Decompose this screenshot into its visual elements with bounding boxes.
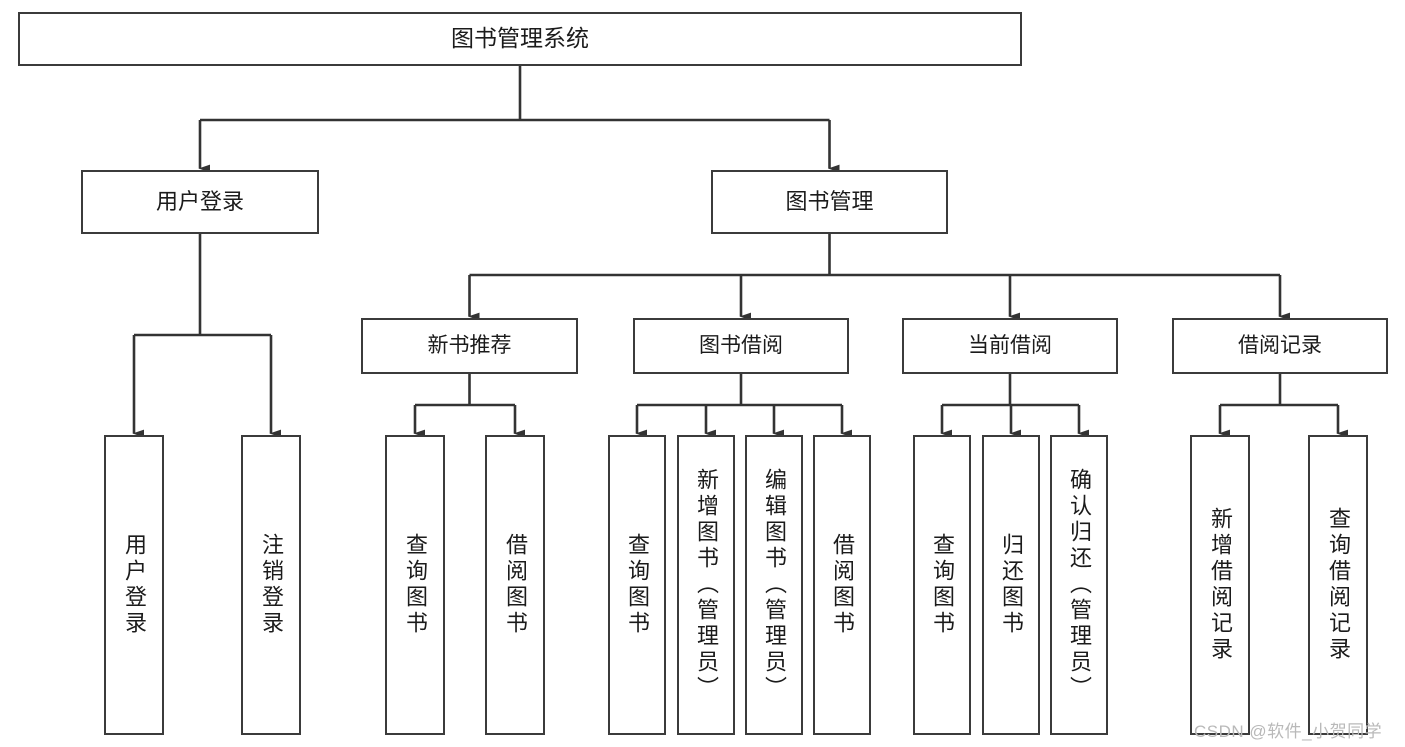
node-leaf-borrow-book-1[interactable]: 借阅图书 (485, 435, 545, 735)
node-leaf-query-book-2[interactable]: 查询图书 (608, 435, 666, 735)
node-label: 用户登录 (122, 533, 147, 637)
node-label: 新增借阅记录 (1208, 507, 1233, 663)
node-leaf-return-book[interactable]: 归还图书 (982, 435, 1040, 735)
node-label: 图书管理 (785, 189, 874, 215)
node-label: 查询图书 (625, 533, 650, 637)
node-leaf-borrow-book-2[interactable]: 借阅图书 (813, 435, 871, 735)
node-label: 注销登录 (259, 533, 284, 637)
node-root[interactable]: 图书管理系统 (18, 12, 1022, 66)
node-leaf-confirm-return[interactable]: 确认归还（管理员） (1050, 435, 1108, 735)
node-borrow[interactable]: 图书借阅 (633, 318, 849, 374)
node-records[interactable]: 借阅记录 (1172, 318, 1388, 374)
node-leaf-add-book[interactable]: 新增图书（管理员） (677, 435, 735, 735)
node-leaf-user-login[interactable]: 用户登录 (104, 435, 164, 735)
node-label: 确认归还（管理员） (1067, 468, 1092, 702)
node-label: 图书管理系统 (451, 25, 589, 52)
node-label: 编辑图书（管理员） (762, 468, 787, 702)
watermark-text: CSDN @软件_小贺同学 (1194, 722, 1383, 741)
node-leaf-add-record[interactable]: 新增借阅记录 (1190, 435, 1250, 735)
node-leaf-logout[interactable]: 注销登录 (241, 435, 301, 735)
node-current[interactable]: 当前借阅 (902, 318, 1118, 374)
node-label: 新书推荐 (427, 333, 512, 357)
node-label: 图书借阅 (699, 333, 783, 357)
node-bookmgmt[interactable]: 图书管理 (711, 170, 948, 234)
node-label: 用户登录 (155, 189, 244, 215)
node-label: 查询借阅记录 (1326, 507, 1351, 663)
node-label: 查询图书 (930, 533, 955, 637)
node-label: 查询图书 (403, 533, 428, 637)
node-newbook[interactable]: 新书推荐 (361, 318, 578, 374)
node-leaf-edit-book[interactable]: 编辑图书（管理员） (745, 435, 803, 735)
node-leaf-query-book-3[interactable]: 查询图书 (913, 435, 971, 735)
node-label: 新增图书（管理员） (694, 468, 719, 702)
node-label: 借阅图书 (830, 533, 855, 637)
node-leaf-query-book-1[interactable]: 查询图书 (385, 435, 445, 735)
node-label: 借阅记录 (1238, 333, 1322, 357)
node-label: 归还图书 (999, 533, 1024, 637)
node-login[interactable]: 用户登录 (81, 170, 319, 234)
node-label: 借阅图书 (503, 533, 528, 637)
node-label: 当前借阅 (968, 333, 1052, 357)
node-leaf-query-record[interactable]: 查询借阅记录 (1308, 435, 1368, 735)
